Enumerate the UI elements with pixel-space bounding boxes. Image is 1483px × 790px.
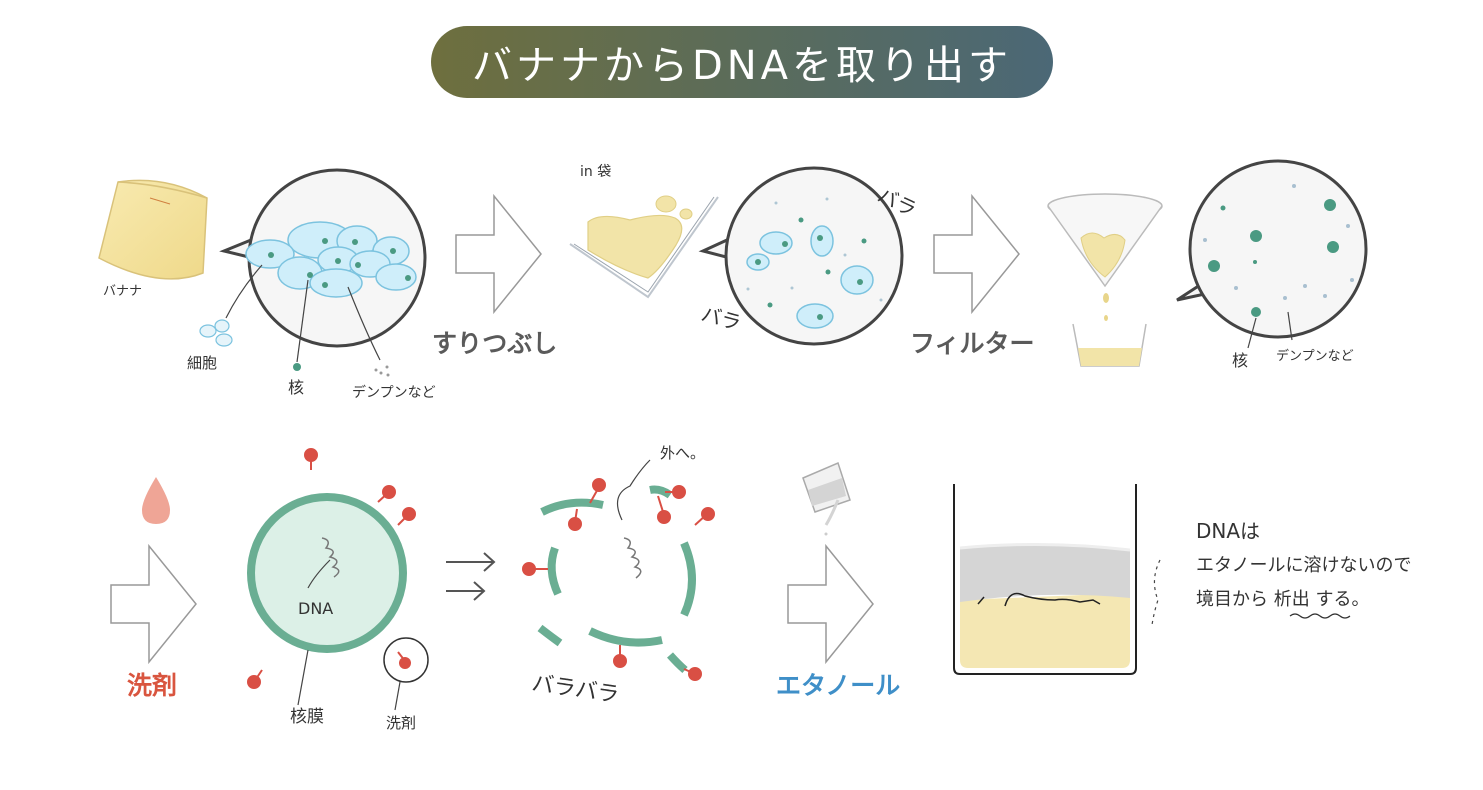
page-title: バナナからDNAを取り出す	[471, 43, 1013, 89]
starch-label-2: デンプンなど	[1276, 348, 1354, 364]
ethanol-cup	[802, 461, 851, 536]
arrow-2	[933, 193, 1020, 315]
nucleus-dot	[293, 363, 301, 371]
bara-bottom: バラ	[699, 302, 744, 336]
starch-dots	[374, 365, 390, 377]
detergent-small-label: 洗剤	[386, 714, 416, 732]
nucleus-membrane-illustration	[247, 493, 407, 706]
zoom-bubble-filtered	[1176, 159, 1368, 349]
cell-icon	[199, 319, 233, 347]
detergent-single-icon	[383, 637, 429, 711]
detergent-drop-icon	[142, 477, 170, 524]
bag-illustration	[569, 195, 719, 299]
filter-label: フィルター	[910, 329, 1035, 358]
nucleus-label: 核	[288, 378, 304, 397]
ethanol-label: エタノール	[776, 671, 900, 700]
note-line-3: 境目から 析出 する。	[1196, 589, 1369, 610]
broken-membrane	[537, 485, 696, 674]
beaker-layers	[953, 484, 1137, 675]
banana-label: バナナ	[103, 284, 142, 299]
outside-label: 外へ。	[660, 444, 705, 462]
detergent-molecules-2	[522, 478, 715, 681]
starch-label: デンプンなど	[352, 384, 436, 401]
title-banner: バナナからDNAを取り出す	[431, 26, 1053, 98]
zoom-bubble-cells	[219, 168, 427, 363]
crush-label: すりつぶし	[432, 329, 557, 358]
filter-funnel	[1047, 193, 1163, 321]
nuclear-membrane-label: 核膜	[290, 707, 324, 727]
cell-label: 細胞	[187, 354, 217, 372]
process-arrows	[446, 552, 496, 601]
free-dna	[623, 537, 642, 579]
arrow-3	[110, 543, 197, 665]
nucleus-label-2: 核	[1232, 351, 1248, 370]
pointer-line	[1151, 559, 1161, 626]
bara-bara-label: バラバラ	[530, 671, 620, 708]
note-line-1: DNAは	[1196, 519, 1260, 543]
arrow-1	[455, 193, 542, 315]
note-line-2: エタノールに溶けないので	[1196, 555, 1411, 576]
dna-label: DNA	[298, 599, 333, 618]
zoom-bubble-crushed	[698, 166, 904, 346]
outside-arrow	[616, 459, 651, 521]
detergent-label: 洗剤	[127, 671, 177, 700]
banana-illustration	[98, 179, 208, 280]
arrow-4	[787, 543, 874, 665]
beaker-small	[1072, 323, 1147, 367]
in-bag-label: in 袋	[580, 164, 611, 180]
detergent-molecules	[247, 448, 416, 689]
note: DNAは エタノールに溶けないので 境目から 析出 する。	[1196, 519, 1411, 619]
